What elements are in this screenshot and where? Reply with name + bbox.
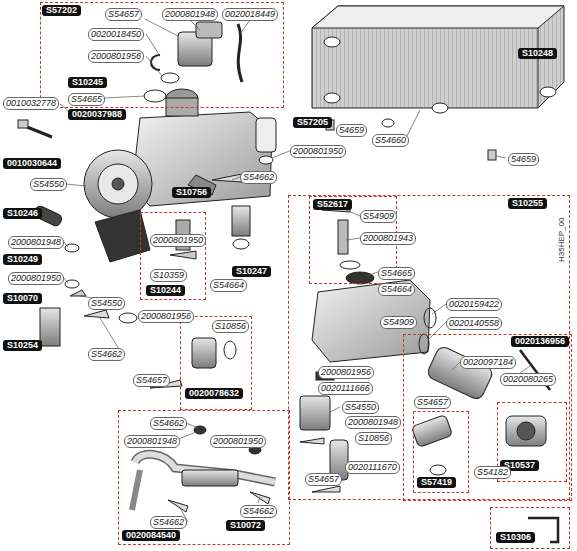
part-tag: S10247 — [232, 266, 271, 277]
part-tag: S10254 — [3, 340, 42, 351]
callout-number: S54550 — [30, 178, 67, 191]
callout-number: S54550 — [342, 401, 379, 414]
callout-number: S54664 — [378, 283, 415, 296]
part-tag: S10246 — [3, 208, 42, 219]
callout-number: S10856 — [355, 432, 392, 445]
callout-number: 2000801950 — [290, 145, 346, 158]
callout-number: 2000801948 — [162, 8, 218, 21]
part-tag: S10070 — [3, 293, 42, 304]
callout-number: 2000801956 — [138, 310, 194, 323]
callout-number: 0020080265 — [500, 373, 556, 386]
part-tag: S10249 — [3, 254, 42, 265]
callout-number: S54657 — [414, 396, 451, 409]
callout-number: 2000801943 — [360, 232, 416, 245]
part-tag: S10756 — [172, 187, 211, 198]
callout-number: 0020159422 — [446, 298, 502, 311]
part-tag: S57205 — [293, 117, 332, 128]
callout-number: 54659 — [508, 153, 539, 166]
callout-number: S10856 — [212, 320, 249, 333]
callout-number: 2000801956 — [318, 366, 374, 379]
callout-number: S54657 — [105, 8, 142, 21]
callout-number: 0020018450 — [88, 28, 144, 41]
part-tag: 0010030644 — [3, 158, 61, 169]
callout-number: 0020097184 — [460, 356, 516, 369]
group-tag: S10255 — [508, 198, 547, 209]
callout-number: 2000801950 — [150, 234, 206, 247]
group-tag: S57419 — [417, 477, 456, 488]
callout-number: S54665 — [68, 93, 105, 106]
callout-number: 2000801948 — [8, 236, 64, 249]
callout-number: 2000801950 — [210, 435, 266, 448]
group-tag: 0020078632 — [185, 388, 243, 399]
callout-number: S54660 — [372, 134, 409, 147]
callout-number: 2000801948 — [345, 416, 401, 429]
callout-number: 2000801948 — [124, 435, 180, 448]
part-group-box: S10255S526170020136956S10537S57419 — [288, 195, 570, 500]
callout-number: S54665 — [378, 267, 415, 280]
group-tag: S10244 — [146, 285, 185, 296]
callout-number: 54659 — [336, 124, 367, 137]
callout-number: S54662 — [88, 348, 125, 361]
group-tag: 0020084540 — [122, 530, 180, 541]
group-tag: S52617 — [313, 199, 352, 210]
callout-number: S54662 — [150, 417, 187, 430]
part-tag: 0020037988 — [68, 109, 126, 120]
callout-number: S54657 — [133, 374, 170, 387]
callout-number: 2000801950 — [8, 272, 64, 285]
callout-number: S10359 — [150, 269, 187, 282]
callout-number: S54182 — [474, 466, 511, 479]
group-tag: 0020136956 — [511, 336, 569, 347]
group-tag: S10306 — [496, 532, 535, 543]
callout-number: S54662 — [240, 171, 277, 184]
callout-number: S54662 — [150, 516, 187, 529]
callout-number: S54662 — [240, 505, 277, 518]
part-tag: S10248 — [518, 48, 557, 59]
callout-number: S54909 — [380, 316, 417, 329]
part-group-box: S10244 — [140, 212, 206, 300]
group-tag: S57202 — [42, 5, 81, 16]
callout-number: S54664 — [210, 279, 247, 292]
callout-number: 0020111666 — [318, 382, 373, 395]
callout-number: 0020111670 — [345, 461, 400, 474]
watermark: H35HEP_00 — [557, 218, 566, 262]
callout-number: 0020140558 — [446, 317, 502, 330]
callout-number: S54657 — [305, 473, 342, 486]
callout-number: 0010032778 — [3, 97, 59, 110]
part-tag: S10245 — [68, 77, 107, 88]
part-group-box: S10306 — [490, 507, 570, 549]
callout-number: S54909 — [360, 210, 397, 223]
callout-number: 0020018449 — [222, 8, 278, 21]
part-tag: S10072 — [226, 520, 265, 531]
part-group-box: S57419 — [413, 411, 469, 493]
callout-number: 2000801956 — [88, 50, 144, 63]
callout-number: S54550 — [88, 297, 125, 310]
